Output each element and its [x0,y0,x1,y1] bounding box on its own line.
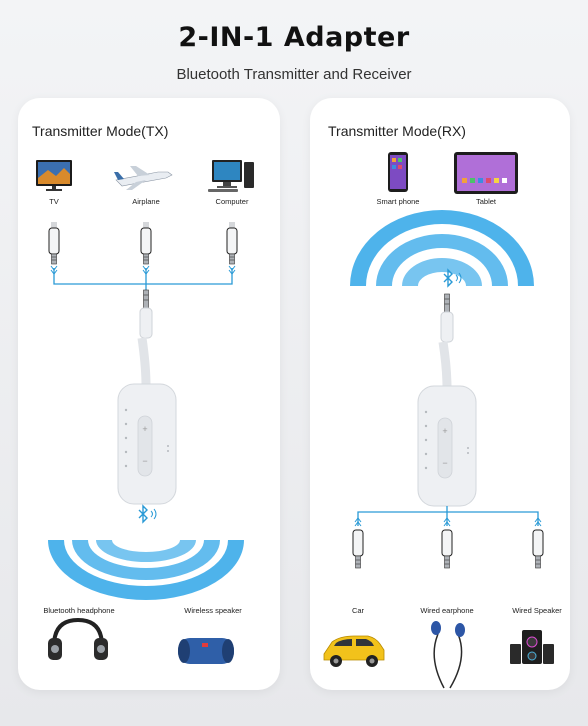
receiver-mode-card: Transmitter Mode(RX) [310,98,570,690]
rx-diagram: + − [323,152,554,689]
rx-mode-title: Transmitter Mode(RX) [328,123,466,139]
tx-adapter-plug [137,289,153,387]
svg-text:−: − [142,456,147,466]
car-icon [323,635,385,667]
tx-source-plugs [48,222,238,265]
svg-text:+: + [142,424,147,434]
rx-output-label-car: Car [351,606,365,615]
tx-diagram: + − [36,160,254,664]
rx-adapter-plug [438,293,454,389]
rx-signal-waves [350,210,534,286]
tx-wires [50,265,236,290]
page-subtitle: Bluetooth Transmitter and Receiver [176,66,412,83]
tv-icon [36,160,72,191]
rx-output-plugs [352,529,544,569]
airplane-icon [114,166,173,190]
rx-output-label-speaker: Wired Speaker [512,606,562,615]
wired-earphone-icon [431,621,465,689]
tx-signal-waves [48,540,244,600]
rx-adapter-device: + − [417,385,477,507]
headphone-icon [48,617,108,660]
rx-wires [354,506,542,527]
rx-source-label-smartphone: Smart phone [376,197,420,206]
tx-source-label-computer: Computer [215,197,249,206]
svg-text:−: − [442,458,447,468]
computer-icon [208,160,254,192]
tx-adapter-device: + − [117,383,177,505]
tx-source-label-airplane: Airplane [132,197,160,206]
tx-mode-title: Transmitter Mode(TX) [32,123,169,139]
svg-text:+: + [442,426,447,436]
speaker-icon [178,638,234,664]
tx-output-label-headphone: Bluetooth headphone [43,606,115,615]
rx-bluetooth-icon [443,268,462,288]
page-title: 2-IN-1 Adapter [178,22,410,53]
tablet-icon [454,152,518,194]
rx-output-label-earphone: Wired earphone [420,606,474,615]
tx-source-label-tv: TV [49,197,59,206]
rx-source-label-tablet: Tablet [475,197,496,206]
tx-bluetooth-icon [138,504,157,524]
tx-output-label-speaker: Wireless speaker [184,606,242,615]
smartphone-icon [388,152,408,192]
wired-speaker-icon [510,630,554,664]
transmitter-mode-card: Transmitter Mode(TX) [18,98,280,690]
